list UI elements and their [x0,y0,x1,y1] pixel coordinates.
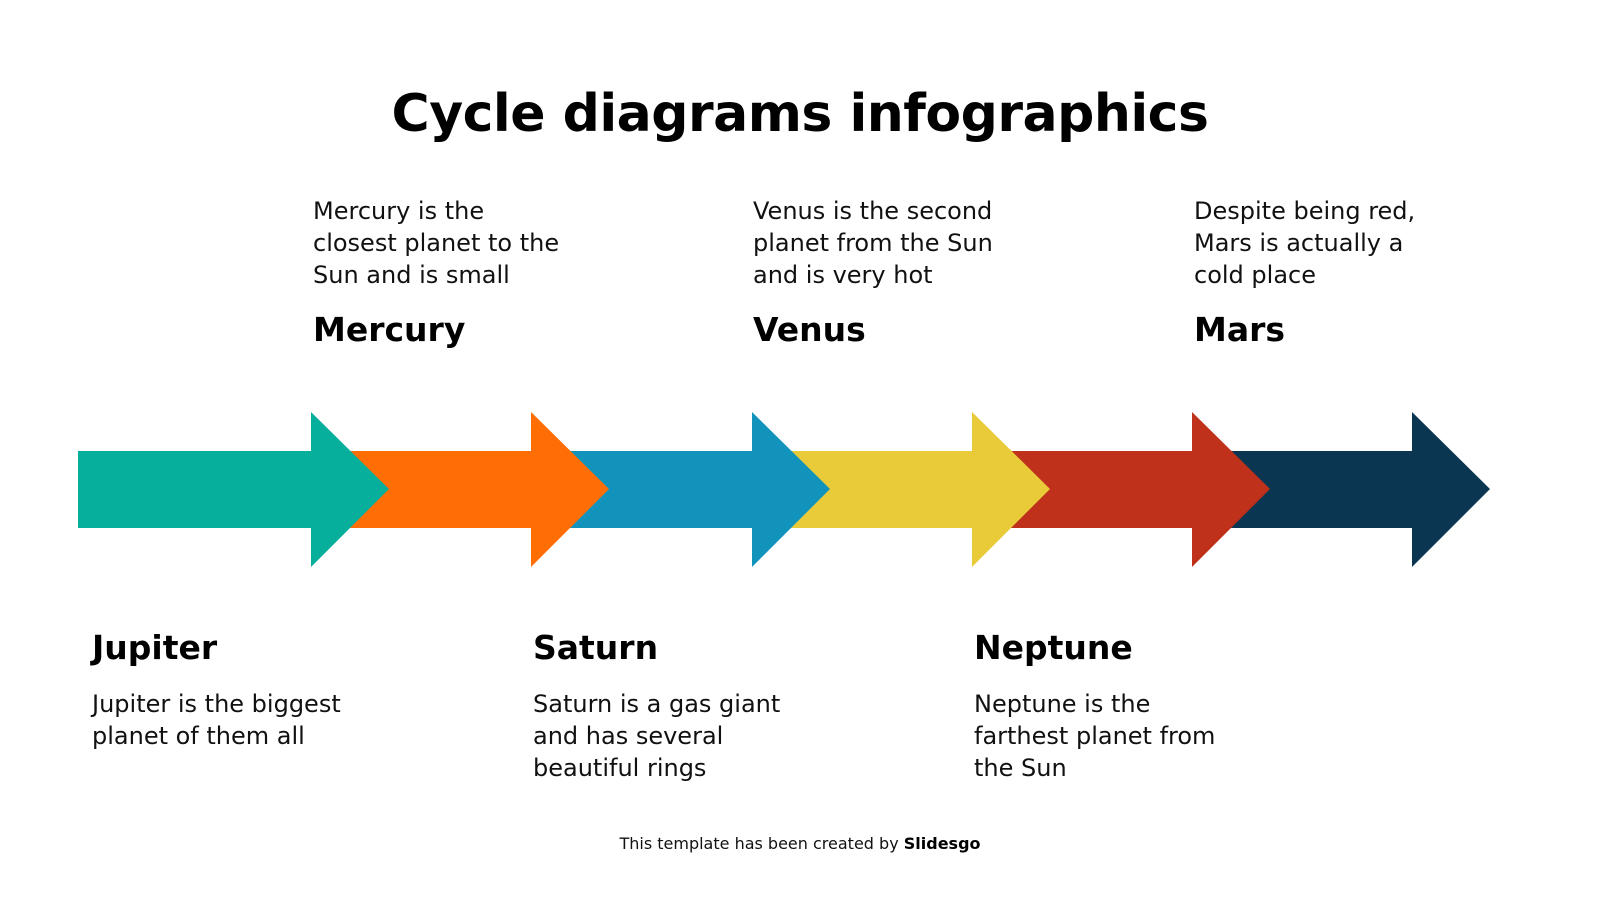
footer-credit: This template has been created by Slides… [0,834,1600,853]
neptune-label: Neptune [974,628,1133,667]
footer-text: This template has been created by [619,834,904,853]
jupiter-label: Jupiter [92,628,218,667]
mercury-description: Mercury is the closest planet to the Sun… [313,197,560,289]
arrow-jupiter [78,412,389,567]
mars-label: Mars [1194,310,1286,349]
footer-brand: Slidesgo [903,834,981,853]
arrow-saturn [570,412,830,567]
mercury-label: Mercury [313,310,466,349]
saturn-description: Saturn is a gas giant and has several be… [533,690,781,782]
slide-title: Cycle diagrams infographics [391,84,1209,144]
venus-description: Venus is the second planet from the Sun … [753,197,993,289]
arrow-venus [790,412,1050,567]
mars-description: Despite being red, Mars is actually a co… [1194,197,1416,289]
arrow-mars [1230,412,1490,567]
arrow-mercury [350,412,609,567]
venus-label: Venus [753,310,866,349]
saturn-label: Saturn [533,628,659,667]
jupiter-description: Jupiter is the biggest planet of them al… [92,690,341,750]
arrow-neptune [1010,412,1270,567]
neptune-description: Neptune is the farthest planet from the … [974,690,1216,782]
